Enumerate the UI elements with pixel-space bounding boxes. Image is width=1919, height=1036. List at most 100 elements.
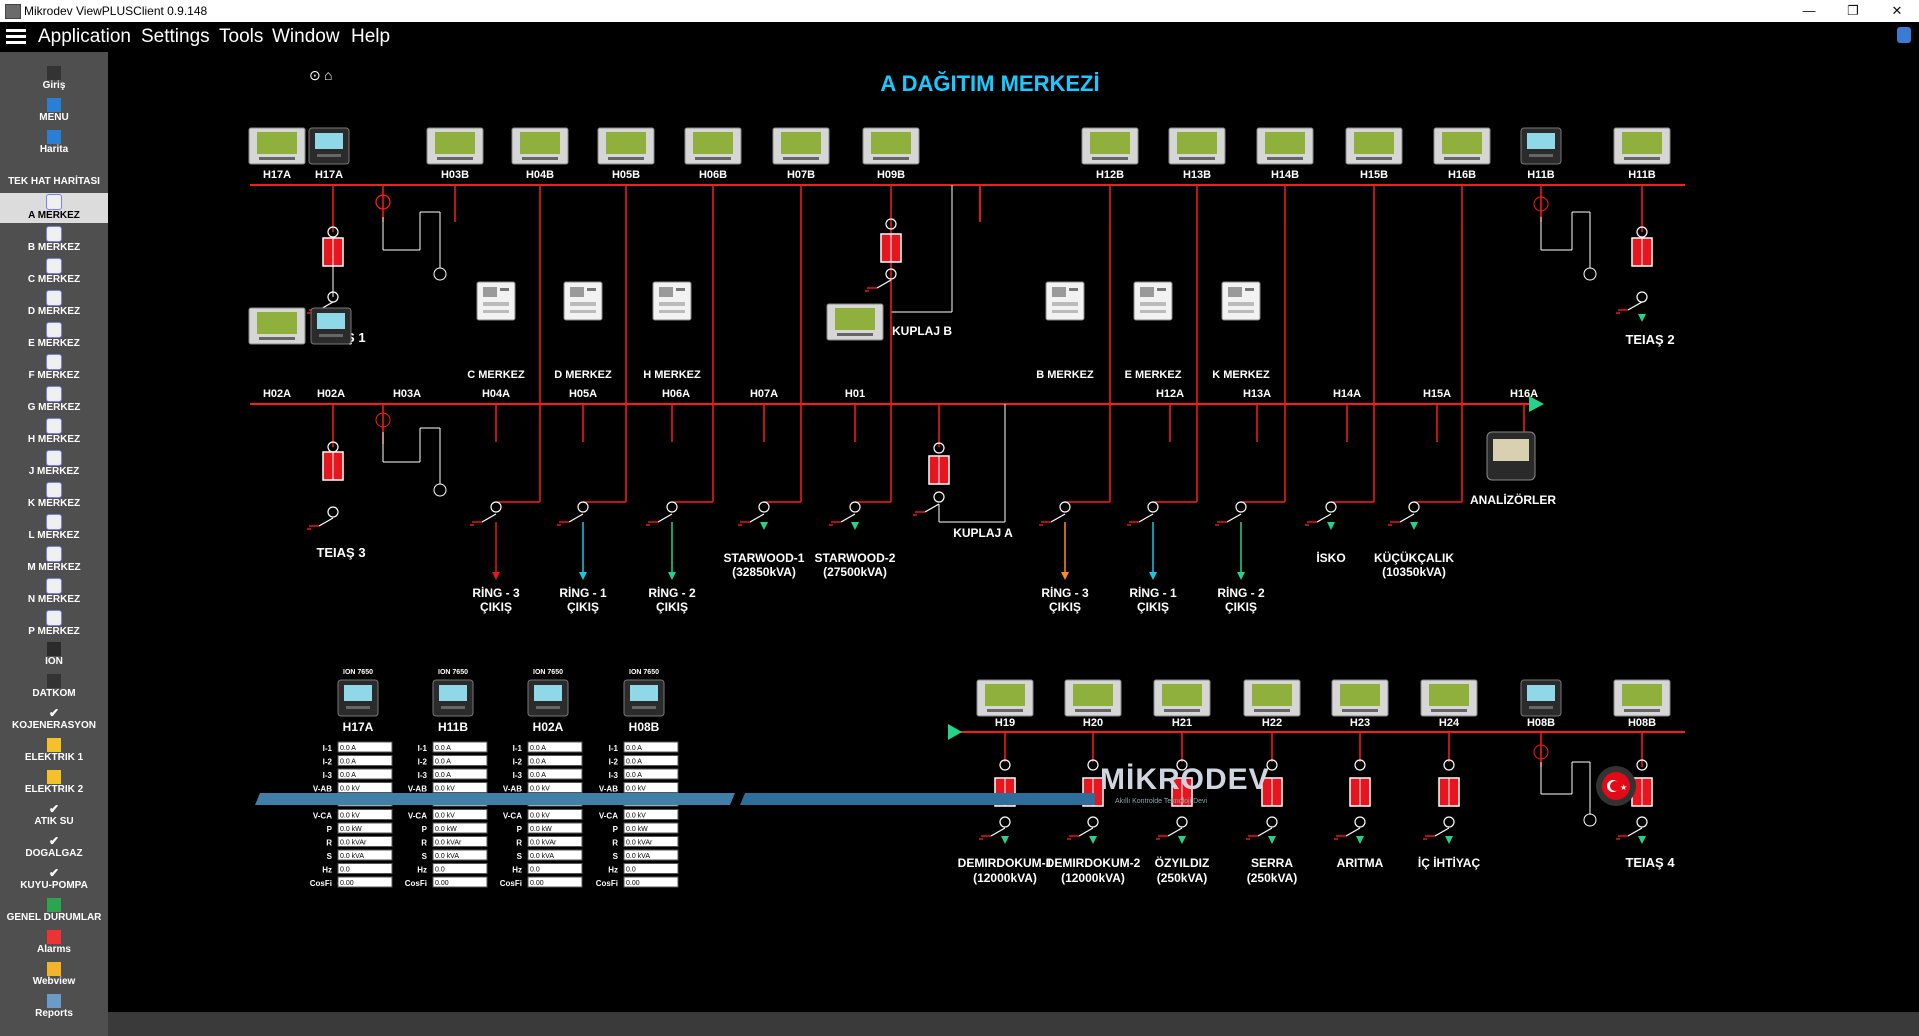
breaker-teias1[interactable]	[322, 237, 344, 267]
meter-H08B-icon[interactable]	[623, 679, 665, 717]
meter-value-box	[337, 836, 393, 847]
sidebar-item-h-merkez[interactable]: H MERKEZ	[0, 417, 108, 447]
disconnector-icon	[1408, 501, 1420, 513]
sidebar-item-kuyu-pompa[interactable]: ✔KUYU-POMPA	[0, 865, 108, 895]
meter-value-box	[623, 836, 679, 847]
bay-meter-H04B[interactable]	[511, 127, 569, 165]
meter-row-label: V-AB	[599, 785, 618, 794]
menu-help[interactable]: Help	[351, 26, 391, 47]
breaker-teias2[interactable]	[1631, 237, 1653, 267]
sidebar-item-tek-hat-hari-tasi[interactable]: TEK HAT HARİTASI	[0, 161, 108, 191]
relay-c-merkez[interactable]	[476, 281, 516, 321]
bay-meter-H09B[interactable]	[862, 127, 920, 165]
disconnector-icon	[327, 506, 339, 518]
sidebar-item-ion[interactable]: ION	[0, 641, 108, 671]
ion-meter-H11B[interactable]	[1520, 127, 1562, 165]
home-icon[interactable]: ⌂	[324, 67, 332, 83]
sidebar-item-elektrik-1[interactable]: ELEKTRIK 1	[0, 737, 108, 767]
sidebar-item-e-merkez[interactable]: E MERKEZ	[0, 321, 108, 351]
sidebar-item-j-merkez[interactable]: J MERKEZ	[0, 449, 108, 479]
relay-label-e-merkez: E MERKEZ	[1125, 369, 1182, 381]
relay-d-merkez[interactable]	[563, 281, 603, 321]
sidebar-item-n-merkez[interactable]: N MERKEZ	[0, 577, 108, 607]
hamburger-menu-icon[interactable]	[6, 29, 26, 45]
sidebar-item-reports[interactable]: Reports	[0, 993, 108, 1023]
meter-row-label: R	[326, 839, 332, 848]
ion-meter-H02A[interactable]	[310, 307, 352, 345]
breaker-kuplaj-a[interactable]	[928, 455, 950, 485]
bay-meter-H23[interactable]	[1331, 679, 1389, 717]
sidebar-item-label: F MERKEZ	[28, 370, 80, 381]
breaker-kuplaj-b[interactable]	[880, 233, 902, 263]
bay-meter-H05B[interactable]	[597, 127, 655, 165]
sidebar-item-p-merkez[interactable]: P MERKEZ	[0, 609, 108, 639]
sidebar-item-dogalgaz[interactable]: ✔DOGALGAZ	[0, 833, 108, 863]
bay-meter-H11B[interactable]	[1613, 127, 1671, 165]
nav-back-icon[interactable]: ⊙	[309, 67, 321, 83]
minimize-button[interactable]: —	[1802, 3, 1816, 18]
bay-meter-H03B[interactable]	[426, 127, 484, 165]
sidebar-item-m-merkez[interactable]: M MERKEZ	[0, 545, 108, 575]
meter-H17A-icon[interactable]	[337, 679, 379, 717]
sidebar-item-a-merkez[interactable]: A MERKEZ	[0, 193, 108, 223]
bay-meter-H07B[interactable]	[772, 127, 830, 165]
relay-e-merkez[interactable]	[1133, 281, 1173, 321]
bay-meter-H06B[interactable]	[684, 127, 742, 165]
sidebar-item-f-merkez[interactable]: F MERKEZ	[0, 353, 108, 383]
bay-meter-H02A[interactable]	[248, 307, 306, 345]
sidebar-item-b-merkez[interactable]: B MERKEZ	[0, 225, 108, 255]
bay-meter-H22[interactable]	[1243, 679, 1301, 717]
bay-meter-H13B[interactable]	[1168, 127, 1226, 165]
feeder-label-H12B: H12B	[1096, 169, 1124, 181]
sidebar-item-c-merkez[interactable]: C MERKEZ	[0, 257, 108, 287]
sidebar-item-datkom[interactable]: DATKOM	[0, 673, 108, 703]
turkish-flag-icon[interactable]: ★	[1596, 766, 1636, 806]
relay-h-merkez[interactable]	[652, 281, 692, 321]
sidebar-item-g-merkez[interactable]: G MERKEZ	[0, 385, 108, 415]
menu-window[interactable]: Window	[272, 26, 340, 47]
sidebar-item-d-merkez[interactable]: D MERKEZ	[0, 289, 108, 319]
user-icon[interactable]	[1897, 27, 1911, 43]
sidebar-item-harita[interactable]: Harita	[0, 129, 108, 159]
sidebar-item-genel-durumlar[interactable]: GENEL DURUMLAR	[0, 897, 108, 927]
meter-H02A-icon[interactable]	[527, 679, 569, 717]
close-button[interactable]: ✕	[1891, 3, 1903, 18]
sidebar-item-l-merkez[interactable]: L MERKEZ	[0, 513, 108, 543]
bay-meter-H08B[interactable]	[1613, 679, 1671, 717]
bay-meter-H17A[interactable]	[248, 127, 306, 165]
ground-icon	[1126, 513, 1154, 526]
bay-meter-H16B[interactable]	[1433, 127, 1491, 165]
sidebar-item-alarms[interactable]: Alarms	[0, 929, 108, 959]
menu-tools[interactable]: Tools	[219, 26, 264, 47]
breaker-H23[interactable]	[1349, 777, 1371, 807]
breaker-teias3[interactable]	[322, 451, 344, 481]
sidebar-item-menu[interactable]: MENU	[0, 97, 108, 127]
bay-meter-H24[interactable]	[1420, 679, 1478, 717]
bay-meter-H21[interactable]	[1153, 679, 1211, 717]
sidebar-item-atik-su[interactable]: ✔ATIK SU	[0, 801, 108, 831]
breaker-H24[interactable]	[1438, 777, 1460, 807]
relay-k-merkez[interactable]	[1221, 281, 1261, 321]
maximize-button[interactable]: ❐	[1847, 3, 1859, 18]
sidebar-item-giri-[interactable]: Giriş	[0, 65, 108, 95]
sidebar-item-elektrik-2[interactable]: ELEKTRIK 2	[0, 769, 108, 799]
meter-H11B-icon[interactable]	[432, 679, 474, 717]
ion-meter-H17A[interactable]	[308, 127, 350, 165]
menu-application[interactable]: Application	[38, 26, 131, 47]
ct-icon	[375, 412, 391, 428]
menu-settings[interactable]: Settings	[141, 26, 210, 47]
ground-icon	[1155, 827, 1183, 840]
sidebar-item-webview[interactable]: Webview	[0, 961, 108, 991]
sidebar-item-kojenerasyon[interactable]: ✔KOJENERASYON	[0, 705, 108, 735]
bay-meter-H15B[interactable]	[1345, 127, 1403, 165]
bay-meter-H12B[interactable]	[1081, 127, 1139, 165]
bay-meter-H20[interactable]	[1064, 679, 1122, 717]
sidebar-item-icon	[47, 930, 61, 944]
relay-b-merkez[interactable]	[1045, 281, 1085, 321]
bay-meter-H14B[interactable]	[1256, 127, 1314, 165]
sidebar-item-k-merkez[interactable]: K MERKEZ	[0, 481, 108, 511]
ion-meter-H08B[interactable]	[1520, 679, 1562, 717]
feeder-label-H04B: H04B	[526, 169, 554, 181]
bay-meter-H19[interactable]	[976, 679, 1034, 717]
bay-meter-H01[interactable]	[826, 303, 884, 341]
